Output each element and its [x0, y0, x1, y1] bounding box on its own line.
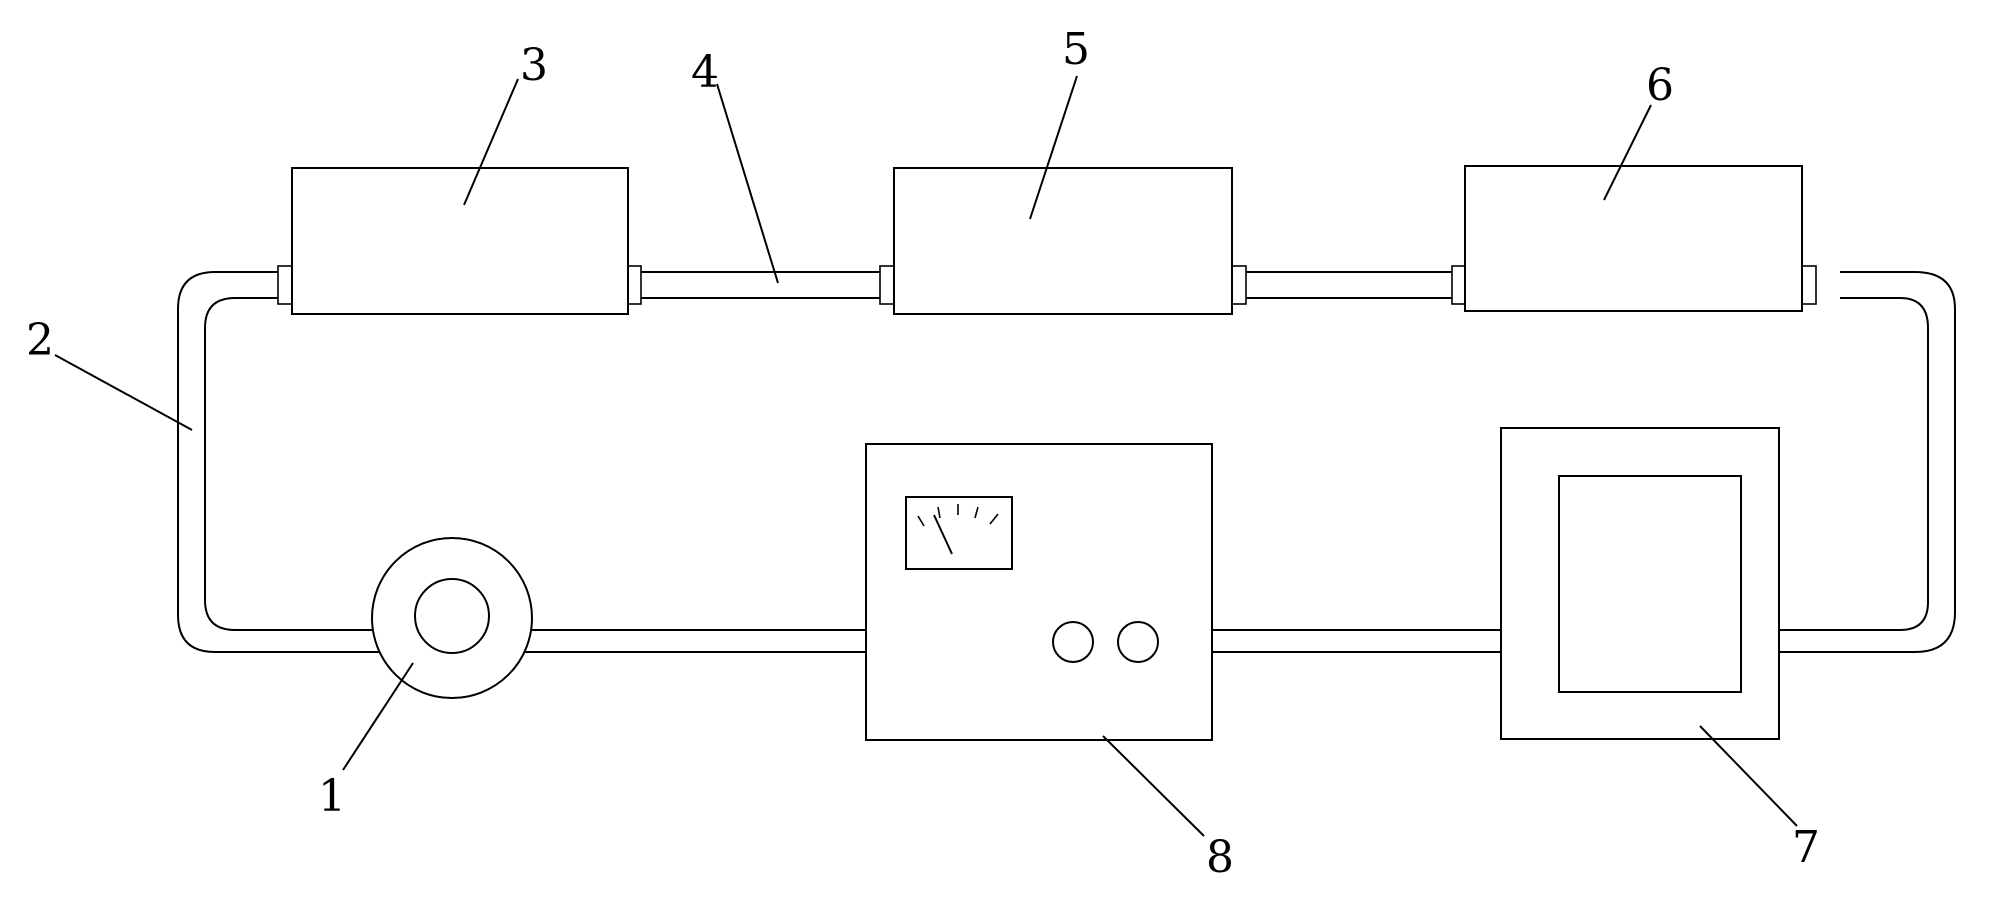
label-5: 5	[1062, 24, 1090, 75]
unit-5	[879, 167, 1247, 315]
pump	[371, 537, 533, 699]
leader-4	[716, 83, 779, 284]
leader-8	[1102, 735, 1205, 837]
control-box-body	[865, 443, 1213, 741]
unit-5-left-fitting	[879, 265, 895, 305]
display-screen	[1558, 475, 1742, 693]
label-7: 7	[1792, 822, 1820, 873]
unit-5-right-fitting	[1231, 265, 1247, 305]
leader-5	[1029, 75, 1078, 220]
display-unit	[1500, 427, 1780, 740]
label-3: 3	[520, 40, 548, 91]
unit-6-left-fitting	[1451, 265, 1467, 305]
control-knob-left	[1052, 621, 1094, 663]
leader-7	[1699, 725, 1798, 827]
control-knob-right	[1117, 621, 1159, 663]
leader-lines	[54, 75, 1798, 837]
meter-needle	[933, 514, 953, 555]
unit-6-body	[1464, 165, 1803, 312]
leader-2	[54, 354, 193, 431]
label-1: 1	[318, 771, 346, 822]
leader-3	[463, 78, 519, 206]
unit-3-right-fitting	[626, 265, 642, 305]
unit-6-right-fitting	[1801, 265, 1817, 305]
leader-1	[342, 662, 414, 771]
control-box	[865, 443, 1213, 741]
unit-3-body	[291, 167, 629, 315]
label-8: 8	[1206, 832, 1234, 883]
unit-3	[277, 167, 642, 315]
meter-face	[905, 496, 1013, 570]
label-6: 6	[1646, 60, 1674, 111]
unit-5-body	[893, 167, 1233, 315]
unit-3-left-fitting	[277, 265, 293, 305]
leader-6	[1603, 104, 1652, 201]
pump-inner-circle	[414, 578, 490, 654]
label-4: 4	[691, 47, 719, 98]
meter-scale	[917, 504, 999, 527]
label-2: 2	[26, 315, 54, 366]
unit-6	[1451, 165, 1817, 312]
